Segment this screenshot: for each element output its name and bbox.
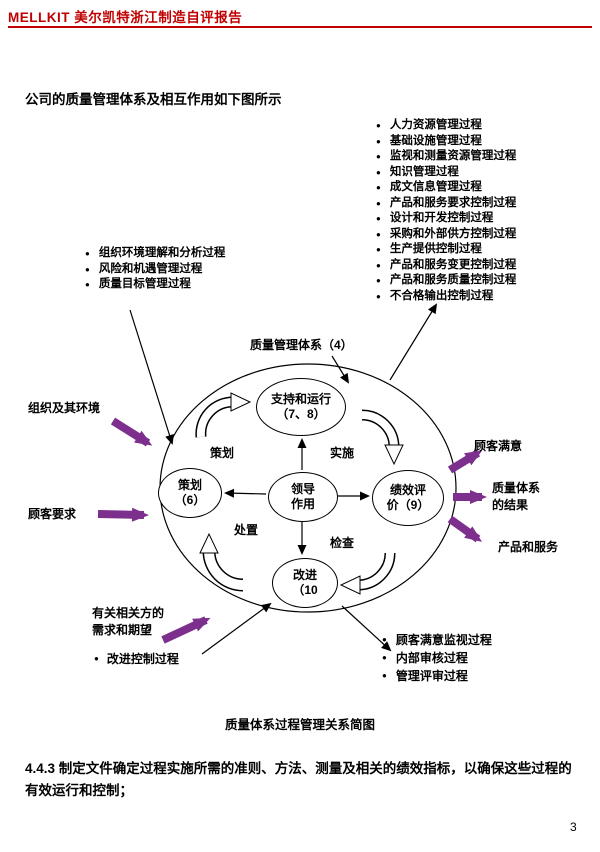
list-item: 管理评审过程 (382, 667, 492, 685)
arrow-improve-control (201, 602, 272, 655)
purple-arrow-satisfaction (447, 449, 483, 474)
label-line: 的结果 (492, 498, 529, 512)
body-paragraph: 4.4.3 制定文件确定过程实施所需的准则、方法、测量及相关的绩效指标，以确保这… (25, 761, 572, 799)
label-text: 改进控制过程 (106, 652, 179, 666)
label-line: 有关相关方的 (92, 606, 165, 620)
header-title: MELLKIT 美尔凯特浙江制造自评报告 (8, 10, 243, 25)
label-line: 质量体系 (492, 481, 541, 495)
list-item: 产品和服务质量控制过程 (376, 273, 517, 289)
node-performance-evaluation: 绩效评 价（9） (372, 470, 444, 526)
node-improvement: 改进 （10 (272, 558, 338, 608)
list-item: 组织环境理解和分析过程 (85, 246, 226, 262)
cycle-arrow-evaluation-to-improvement (339, 552, 396, 595)
node-label: 策划 (177, 478, 202, 492)
node-label: （7、8） (276, 407, 326, 421)
list-item: 人力资源管理过程 (376, 118, 516, 134)
label-customer-satisfaction: 顾客满意 (474, 439, 523, 453)
header-rule (8, 26, 592, 28)
purple-arrow-products-services (447, 515, 483, 543)
list-item: 不合格输出控制过程 (376, 289, 516, 305)
diagram-caption: 质量体系过程管理关系简图 (224, 718, 375, 732)
arrow-right-processes (389, 303, 438, 381)
node-label: 领导 (290, 482, 315, 496)
node-leadership: 领导 作用 (268, 472, 338, 522)
node-label: 价（9） (386, 498, 430, 512)
list-item: 成文信息管理过程 (376, 180, 516, 196)
intro-text: 公司的质量管理体系及相互作用如下图所示 (25, 92, 282, 107)
arrow-leadership-to-plan (224, 488, 267, 498)
page-number: 3 (570, 820, 577, 834)
node-plan: 策划 （6） (158, 468, 222, 518)
list-item: 风险和机遇管理过程 (85, 262, 225, 278)
label-system-result: 质量体系 的结果 (492, 480, 540, 514)
purple-arrow-customer-req (97, 507, 149, 522)
list-item: 顾客满意监视过程 (382, 631, 492, 649)
cycle-arrow-support-to-evaluation (361, 409, 404, 466)
list-item: 知识管理过程 (376, 165, 516, 181)
label-line: 需求和期望 (92, 623, 153, 637)
list-item: 设计和开发控制过程 (376, 211, 516, 227)
node-label: 作用 (290, 497, 315, 511)
list-item: 生产提供控制过程 (376, 242, 516, 258)
list-item: 采购和外部供方控制过程 (376, 227, 517, 243)
list-item: 产品和服务要求控制过程 (376, 196, 517, 212)
purple-arrow-org-env (110, 417, 153, 447)
cycle-arrow-improvement-to-plan (199, 532, 244, 592)
pdca-label-act: 处置 (234, 523, 259, 537)
right-process-list: 人力资源管理过程 基础设施管理过程 监视和测量资源管理过程 知识管理过程 成文信… (376, 118, 517, 305)
list-item: 监视和测量资源管理过程 (376, 149, 517, 165)
node-support-operation: 支持和运行 （7、8） (256, 378, 346, 436)
node-label: （6） (174, 493, 206, 507)
list-item: 产品和服务变更控制过程 (376, 258, 517, 274)
pdca-label-do: 实施 (330, 446, 355, 460)
arrow-system-label (331, 355, 350, 384)
list-item: 内部审核过程 (382, 649, 492, 667)
label-stakeholder-needs: 有关相关方的 需求和期望 (92, 605, 164, 639)
qms-system-label: 质量管理体系（4） (250, 338, 353, 352)
node-label: 改进 (292, 568, 317, 582)
node-label: （10 (292, 583, 318, 597)
list-item: 质量目标管理过程 (85, 277, 225, 293)
arrow-bottom-right-processes (341, 605, 392, 652)
node-label: 绩效评 (389, 483, 426, 497)
improve-control-item: 改进控制过程 (94, 650, 179, 667)
arrow-left-processes (129, 309, 174, 445)
node-label: 支持和运行 (270, 392, 331, 406)
pdca-label-plan: 策划 (210, 446, 235, 460)
label-products-services: 产品和服务 (498, 540, 559, 554)
cycle-arrow-plan-to-support (195, 392, 252, 438)
pdca-label-check: 检查 (330, 536, 355, 550)
purple-arrow-stakeholder-needs (161, 616, 211, 644)
label-org-environment: 组织及其环境 (28, 401, 101, 415)
list-item: 基础设施管理过程 (376, 134, 516, 150)
bottom-right-process-list: 顾客满意监视过程 内部审核过程 管理评审过程 (382, 631, 492, 685)
left-process-list: 组织环境理解和分析过程 风险和机遇管理过程 质量目标管理过程 (85, 246, 226, 293)
label-customer-requirements: 顾客要求 (28, 507, 77, 521)
